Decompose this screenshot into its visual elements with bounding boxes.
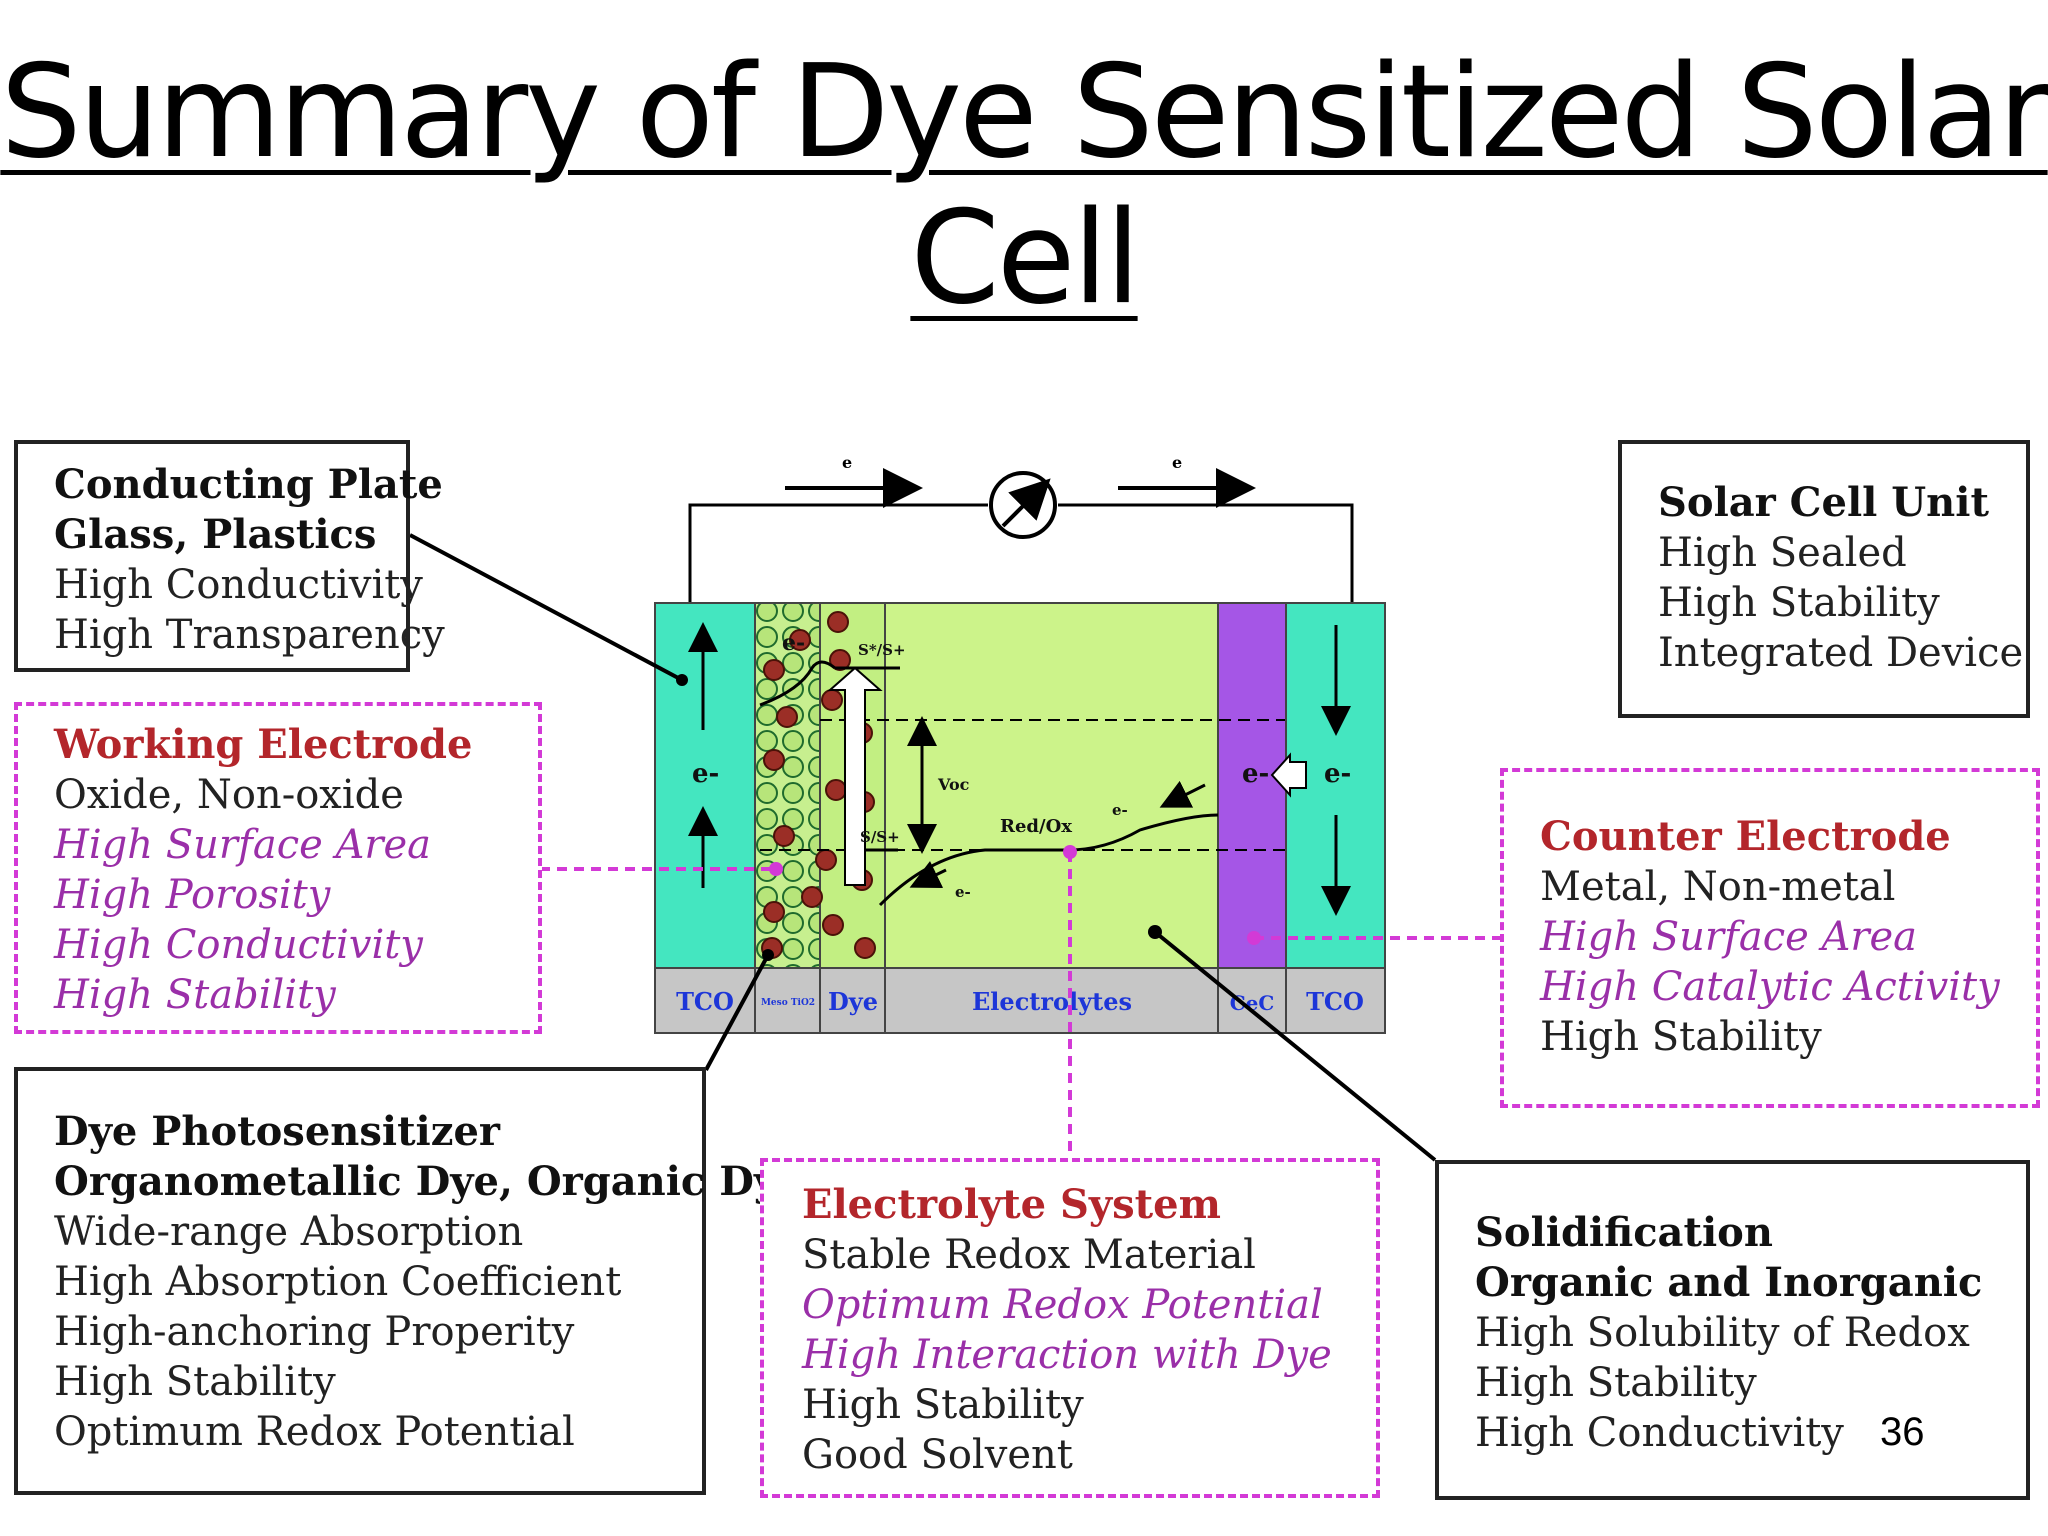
dye-photosensitizer-line: Dye Photosensitizer xyxy=(54,1108,500,1155)
connector-solidification xyxy=(1153,930,1437,1162)
solidification-line: High Conductivity xyxy=(1475,1410,1844,1456)
counter-electrode-line: Metal, Non-metal xyxy=(1540,864,1896,910)
circuit-electron-label-left: e xyxy=(842,453,852,472)
redox-label: Red/Ox xyxy=(1000,816,1072,837)
excited-state-label: S*/S+ xyxy=(858,641,906,659)
voltage-label: Voc xyxy=(937,775,970,794)
layer-label-electrolytes: Electrolytes xyxy=(972,987,1132,1016)
counter-electrode-layer xyxy=(1217,602,1287,969)
solar-cell-unit-line: High Sealed xyxy=(1658,530,1907,576)
working-electrode-line: High Stability xyxy=(54,972,336,1018)
dye-photosensitizer-line: High-anchoring Properity xyxy=(54,1309,575,1355)
dye-molecules xyxy=(761,611,876,959)
layer-label-tco-right: TCO xyxy=(1306,987,1364,1016)
working-electrode-line: Oxide, Non-oxide xyxy=(54,772,404,818)
solar-cell-unit-line: Solar Cell Unit xyxy=(1658,479,1989,526)
electrolyte-system-line: High Interaction with Dye xyxy=(802,1332,1332,1378)
title-line-2: Cell xyxy=(910,184,1140,333)
electron-arrow-electrolyte xyxy=(1159,780,1206,808)
solidification-line: High Solubility of Redox xyxy=(1475,1310,1970,1356)
excitation-arrow xyxy=(827,666,883,886)
dye-photosensitizer-line: Wide-range Absorption xyxy=(54,1209,524,1255)
electrolyte-system-line: Stable Redox Material xyxy=(802,1232,1256,1278)
dye-photosensitizer-line: High Stability xyxy=(54,1359,336,1405)
electron-label-dye-return: e- xyxy=(955,883,971,901)
conducting-plate-line: High Transparency xyxy=(54,612,445,658)
electrolyte-system-line: Optimum Redox Potential xyxy=(802,1282,1323,1328)
dye-photosensitizer-line: Organometallic Dye, Organic Dye xyxy=(54,1158,803,1205)
dye-photosensitizer-line: Optimum Redox Potential xyxy=(54,1409,575,1455)
working-electrode-line: High Conductivity xyxy=(54,922,423,968)
layer-label-meso: Meso TiO2 xyxy=(761,998,815,1008)
counter-electrode-line: High Catalytic Activity xyxy=(1540,964,2000,1010)
solar-cell-unit-line: Integrated Device xyxy=(1658,630,2024,676)
conducting-plate-line: Glass, Plastics xyxy=(54,511,377,558)
electron-label-ce: e- xyxy=(1242,759,1269,789)
conducting-plate-line: High Conductivity xyxy=(54,562,423,608)
solidification-line: Organic and Inorganic xyxy=(1475,1259,1983,1306)
dye-photosensitizer-line: High Absorption Coefficient xyxy=(54,1259,622,1305)
slide-title: Summary of Dye Sensitized Solar Cell xyxy=(0,40,2048,332)
counter-electrode-line: High Stability xyxy=(1540,1014,1822,1060)
title-line-1: Summary of Dye Sensitized Solar xyxy=(0,38,2048,187)
electron-label-electrolyte: e- xyxy=(1112,801,1128,819)
layer-label-tco-left: TCO xyxy=(676,987,734,1016)
tio2-band-curve xyxy=(759,660,836,707)
electron-label-tco-left: e- xyxy=(692,759,719,789)
solidification-line: Solidification xyxy=(1475,1209,1773,1256)
connector-dye xyxy=(704,954,770,1071)
electrolyte-system-line: High Stability xyxy=(802,1382,1084,1428)
counter-electrode-line: High Surface Area xyxy=(1540,914,1918,960)
tco-left-layer xyxy=(654,602,756,969)
solar-cell-unit-line: High Stability xyxy=(1658,580,1940,626)
meter-icon xyxy=(989,471,1057,539)
counter-electrode-hollow-arrow xyxy=(1270,752,1307,798)
page-number: 36 xyxy=(1880,1410,1925,1454)
working-electrode-line: High Surface Area xyxy=(54,822,432,868)
electrolyte-system-line: Electrolyte System xyxy=(802,1181,1221,1228)
electron-label-dye: e- xyxy=(782,630,805,656)
working-electrode-line: Working Electrode xyxy=(54,721,473,768)
counter-electrode-line: Counter Electrode xyxy=(1540,813,1951,860)
electrolyte-system-line: Good Solvent xyxy=(802,1432,1073,1478)
connector-conducting-plate xyxy=(409,533,683,682)
layer-label-dye: Dye xyxy=(828,987,878,1016)
solidification-line: High Stability xyxy=(1475,1360,1757,1406)
conducting-plate-line: Conducting Plate xyxy=(54,461,443,508)
electron-label-tco-right: e- xyxy=(1324,759,1351,789)
working-electrode-line: High Porosity xyxy=(54,872,331,918)
circuit-electron-label-right: e xyxy=(1172,453,1182,472)
electron-arrow-dye-reduction xyxy=(909,861,947,889)
ground-state-label: S/S+ xyxy=(860,828,900,846)
